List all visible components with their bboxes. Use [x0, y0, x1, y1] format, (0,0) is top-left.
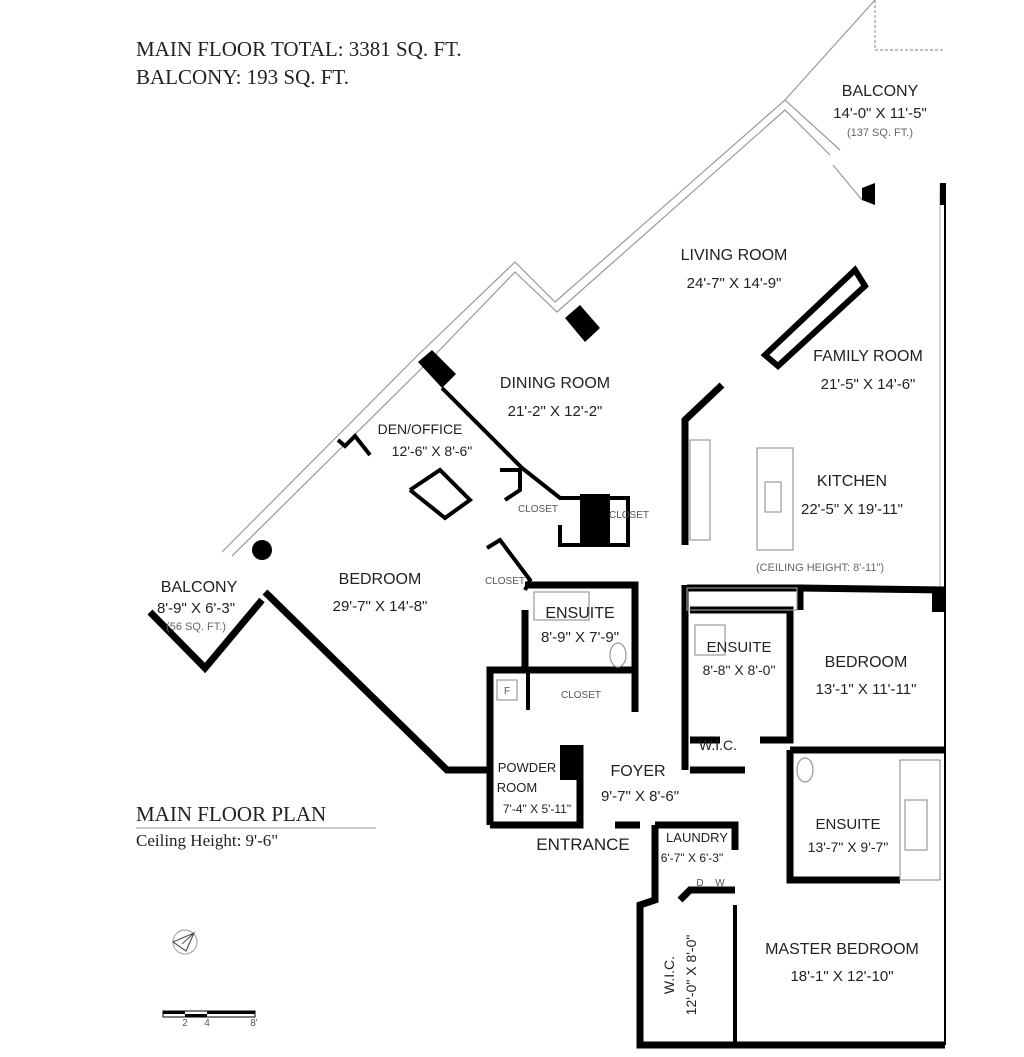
room-dims: 24'-7" X 14'-9": [687, 275, 782, 292]
room-dims: 21'-5" X 14'-6": [821, 376, 916, 393]
room-balcony-w: BALCONY 8'-9" X 6'-3" (56 SQ. FT.): [157, 579, 238, 633]
room-dims: 12'-0" X 8'-0": [683, 935, 699, 1016]
room-ensuite-1: ENSUITE 8'-9" X 7'-9": [541, 605, 619, 646]
room-name: LAUNDRY: [666, 830, 728, 845]
room-dims: 6'-7" X 6'-3": [661, 851, 723, 865]
room-dims: 12'-6" X 8'-6": [392, 443, 473, 459]
room-wic-1: W.I.C.: [699, 737, 737, 753]
room-name: W.I.C.: [661, 956, 677, 994]
room-name: POWDER: [498, 760, 557, 775]
room-area: (56 SQ. FT.): [166, 621, 226, 633]
room-dims: 8'-9" X 7'-9": [541, 629, 619, 646]
room-area: (137 SQ. FT.): [847, 127, 913, 139]
room-name: KITCHEN: [817, 473, 887, 490]
closet-label: CLOSET: [561, 690, 601, 701]
room-name: FOYER: [610, 763, 665, 780]
room-dims: 21'-2" X 12'-2": [508, 403, 603, 420]
room-name: FAMILY ROOM: [813, 348, 923, 365]
scale-tick: 2: [182, 1018, 188, 1029]
room-name: MASTER BEDROOM: [765, 941, 919, 958]
room-ensuite-2: ENSUITE 8'-8" X 8'-0": [703, 639, 776, 678]
room-name: DINING ROOM: [500, 375, 610, 392]
room-dims: 13'-7" X 9'-7": [808, 839, 889, 855]
room-den: DEN/OFFICE 12'-6" X 8'-6": [378, 421, 473, 459]
room-dims: 18'-1" X 12'-10": [790, 968, 893, 985]
room-entrance: ENTRANCE: [536, 835, 630, 854]
dryer-label: D: [696, 878, 703, 889]
closet-label: CLOSET: [609, 510, 649, 521]
room-dims: 22'-5" X 19'-11": [801, 501, 903, 518]
room-family: FAMILY ROOM 21'-5" X 14'-6": [813, 348, 923, 393]
room-dims: 29'-7" X 14'-8": [333, 598, 428, 615]
room-dims: 14'-0" X 11'-5": [833, 105, 927, 122]
room-name: BALCONY: [842, 83, 919, 100]
room-master-bedroom: MASTER BEDROOM 18'-1" X 12'-10": [765, 941, 919, 985]
room-dims: 7'-4" X 5'-11": [503, 802, 571, 816]
room-name: BEDROOM: [339, 571, 422, 588]
room-dims: 13'-1" X 11'-11": [816, 681, 917, 698]
walls: [147, 265, 946, 1049]
room-dining: DINING ROOM 21'-2" X 12'-2": [500, 375, 610, 420]
room-name: LIVING ROOM: [681, 247, 788, 264]
room-name: ENSUITE: [815, 816, 880, 833]
room-dims: 8'-9" X 6'-3": [157, 600, 235, 617]
north-arrow-icon: [171, 929, 198, 955]
plan-ceiling-height: Ceiling Height: 9'-6": [136, 831, 278, 850]
plan-title: MAIN FLOOR PLAN: [136, 802, 326, 826]
room-dims: 9'-7" X 8'-6": [601, 788, 679, 805]
room-foyer: FOYER 9'-7" X 8'-6": [601, 763, 679, 805]
scale-bar-icon: 2 4 8': [162, 1010, 258, 1029]
main-floor-total: MAIN FLOOR TOTAL: 3381 SQ. FT.: [136, 37, 462, 61]
room-name: DEN/OFFICE: [378, 421, 463, 437]
balcony-total: BALCONY: 193 SQ. FT.: [136, 65, 349, 89]
room-name: ENSUITE: [706, 639, 771, 656]
room-ensuite-3: ENSUITE 13'-7" X 9'-7": [808, 816, 889, 855]
room-name-2: ROOM: [497, 780, 537, 795]
scale-tick: 8': [250, 1018, 258, 1029]
room-name: ENSUITE: [545, 605, 614, 622]
exterior-window-wall: [221, 0, 946, 1045]
room-name: BALCONY: [161, 579, 238, 596]
room-bedroom-1: BEDROOM 29'-7" X 14'-8": [333, 571, 428, 615]
room-living: LIVING ROOM 24'-7" X 14'-9": [681, 247, 788, 292]
fridge-label: F: [504, 686, 510, 697]
scale-tick: 4: [204, 1018, 210, 1029]
kitchen-ceiling-note: (CEILING HEIGHT: 8'-11"): [756, 562, 884, 574]
room-powder: POWDER ROOM 7'-4" X 5'-11": [497, 760, 571, 816]
closet-label: CLOSET: [518, 504, 558, 515]
closet-label: CLOSET: [485, 576, 525, 587]
room-dims: 8'-8" X 8'-0": [703, 662, 776, 678]
room-name: BEDROOM: [825, 654, 908, 671]
room-laundry: LAUNDRY 6'-7" X 6'-3": [661, 830, 729, 865]
room-kitchen: KITCHEN 22'-5" X 19'-11" (CEILING HEIGHT…: [756, 473, 903, 574]
room-bedroom-2: BEDROOM 13'-1" X 11'-11": [816, 654, 917, 698]
room-wic-2: W.I.C. 12'-0" X 8'-0": [661, 935, 699, 1016]
washer-label: W: [715, 878, 725, 889]
room-balcony-ne: BALCONY 14'-0" X 11'-5" (137 SQ. FT.): [833, 83, 927, 139]
fixtures: F D W: [496, 439, 941, 889]
